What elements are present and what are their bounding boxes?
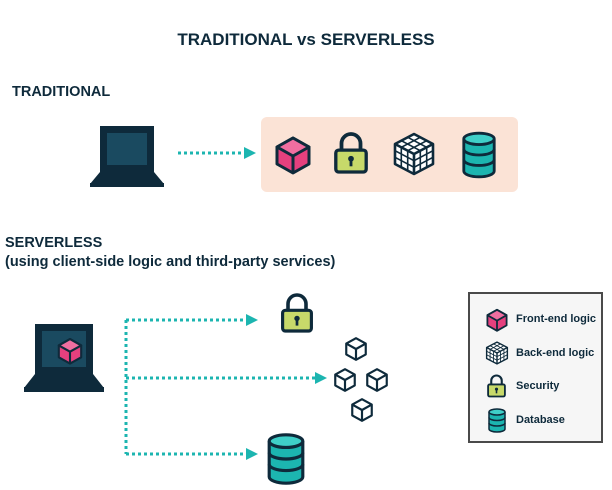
legend-database-icon [487,408,507,433]
legend-label-back-end: Back-end logic [516,347,595,359]
traditional-arrow [178,147,256,159]
traditional-database-icon [460,131,498,179]
serverless-heading-subtitle: (using client-side logic and third-party… [5,254,336,270]
traditional-heading: TRADITIONAL [12,84,111,100]
traditional-padlock-icon [332,130,370,176]
legend-label-security: Security [516,380,560,392]
legend-label-front-end: Front-end logic [516,313,597,325]
legend-padlock-icon [486,373,507,399]
serverless-back-end-cube-icon-3 [364,367,390,393]
traditional-back-end-cube-icon [392,132,436,176]
serverless-heading-title: SERVERLESS [5,235,103,251]
serverless-padlock-icon [279,291,315,335]
serverless-heading: SERVERLESS (using client-side logic and … [5,234,335,272]
serverless-back-end-cube-icon-1 [343,336,369,362]
legend-box: Front-end logic Back-end logic Security … [468,292,603,443]
traditional-front-end-cube-icon [273,135,313,175]
legend-label-database: Database [516,414,565,426]
serverless-back-end-cube-icon-2 [332,367,358,393]
serverless-laptop-front-end-cube-icon [56,337,84,365]
serverless-database-icon [265,432,307,486]
diagram-title: TRADITIONAL vs SERVERLESS [177,30,435,49]
legend-wireframe-cube-icon [485,341,509,365]
traditional-laptop-icon [90,126,164,187]
serverless-connectors [124,314,327,460]
legend-pink-cube-icon [485,308,509,332]
serverless-back-end-cube-icon-4 [349,397,375,423]
